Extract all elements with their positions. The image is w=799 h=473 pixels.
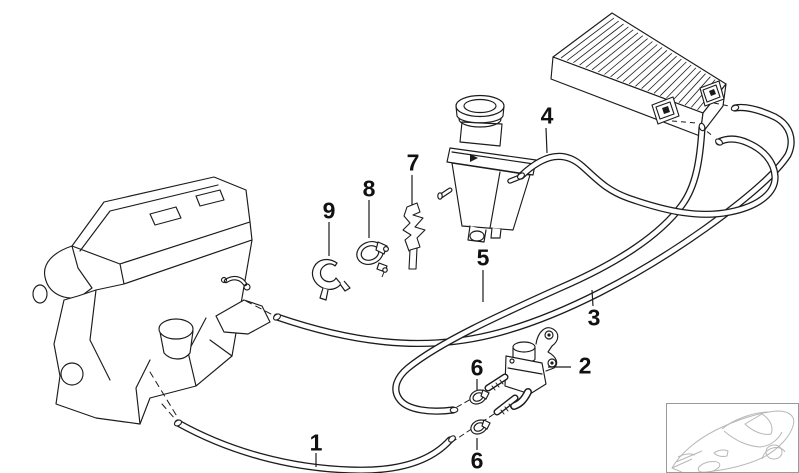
heater-core-fins [560,17,721,111]
part-callout-6[interactable]: 6 [470,447,484,473]
heater-core [550,12,730,138]
hose-clamp-6-lower [470,419,491,435]
hose-clamp-8 [356,241,390,278]
hose-4 [517,135,779,218]
engine-illustration [32,176,272,425]
hose-open-ends [173,104,740,443]
car-silhouette [671,410,795,472]
part-callout-2[interactable]: 2 [578,352,592,379]
part-callout-1[interactable]: 1 [309,429,323,456]
water-valve [451,327,559,443]
car-position-inset [666,403,799,473]
water-hoses [173,103,795,473]
hose-holder-7 [402,202,426,270]
part-callout-7[interactable]: 7 [406,149,420,176]
part-callout-8[interactable]: 8 [362,175,376,202]
part-callout-9[interactable]: 9 [322,197,336,224]
callout-leaders [315,127,594,467]
hose-1 [174,419,454,473]
hose-3 [273,103,795,348]
part-callout-4[interactable]: 4 [540,102,554,129]
hose-5 [392,124,706,415]
heater-core-port-left [651,96,680,125]
expansion-tank [437,94,537,243]
heater-core-port-right [699,80,725,107]
part-callout-3[interactable]: 3 [587,304,601,331]
part-callout-5[interactable]: 5 [476,244,490,271]
retaining-clip-9 [311,258,351,301]
hose-clamp-6-upper [469,389,490,405]
part-callout-6[interactable]: 6 [470,354,484,381]
